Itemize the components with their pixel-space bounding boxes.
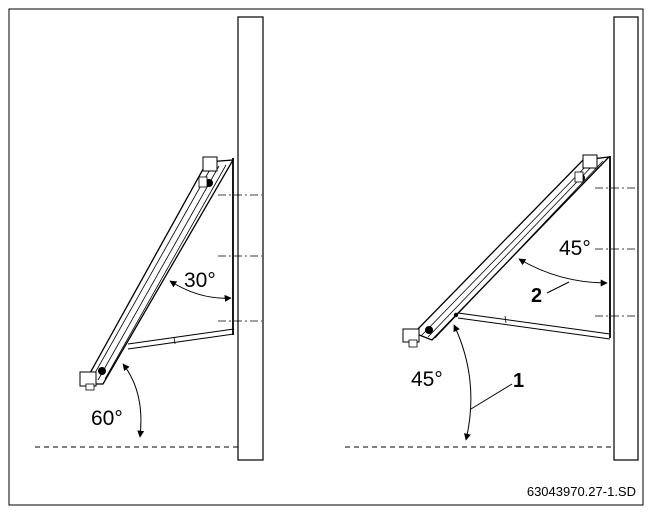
- right-diagram: 45° 45° 2 1: [345, 16, 639, 461]
- angle-arc-left-bottom: [122, 363, 145, 438]
- callout-leader-2: [546, 281, 570, 294]
- angle-label-left-top: 30°: [184, 269, 216, 292]
- figure-border: [8, 8, 644, 506]
- callout-2: 2: [531, 285, 542, 307]
- wall-left: [237, 16, 264, 461]
- collector-panel-right: [412, 156, 611, 341]
- angle-arc-right-top: [518, 258, 608, 287]
- figure-code: 63043970.27-1.SD: [527, 484, 636, 499]
- bottom-clamp-left: [79, 367, 106, 391]
- strut-right: [457, 312, 611, 340]
- angle-label-right-top: 45°: [559, 237, 591, 260]
- collector-panel-left: [82, 159, 235, 385]
- strut-left: [127, 328, 235, 350]
- left-diagram: 30° 60°: [35, 16, 264, 461]
- angle-label-right-bottom: 45°: [411, 368, 443, 391]
- bottom-clamp-right: [402, 326, 433, 348]
- callout-leader-1: [470, 383, 513, 410]
- angle-arc-left-top: [169, 280, 232, 302]
- top-clamp-left: [198, 156, 218, 188]
- angle-arc-right-bottom: [453, 324, 472, 441]
- wall-right: [613, 16, 639, 461]
- strut-pivot-right: [453, 312, 459, 318]
- angle-label-left-bottom: 60°: [91, 407, 123, 430]
- top-clamp-right: [574, 154, 598, 183]
- callout-1: 1: [513, 370, 524, 392]
